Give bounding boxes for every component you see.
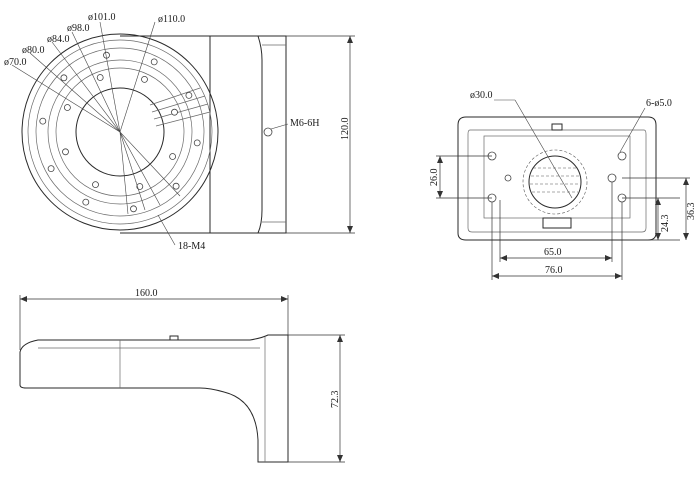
label-length-160: 160.0 [135, 288, 158, 299]
back-center-hatch [530, 167, 580, 193]
back-inner-outline [467, 129, 647, 233]
front-mount-holes [39, 51, 201, 213]
front-mount-hole [136, 183, 144, 190]
back-view: ø30.0 6-ø5.0 26.0 24.3 36.3 65.0 [429, 90, 697, 280]
label-d70: ø70.0 [4, 57, 27, 68]
front-disc-d80 [55, 67, 185, 197]
front-holes-leader [157, 214, 176, 246]
front-body-outline [120, 35, 287, 234]
label-holes: 18-M4 [178, 241, 205, 252]
label-d84: ø84.0 [47, 34, 70, 45]
label-24: 24.3 [660, 215, 671, 233]
front-mount-hole [64, 104, 71, 111]
back-hole-mr [607, 173, 617, 183]
label-height-72: 72.3 [330, 391, 341, 409]
label-26: 26.0 [429, 169, 440, 187]
front-mount-hole [96, 74, 104, 81]
front-disc-rim [27, 39, 213, 225]
back-outer-outline [457, 116, 657, 241]
front-mount-hole [62, 148, 69, 156]
front-thread-leader [270, 123, 289, 130]
label-d80: ø80.0 [22, 45, 45, 56]
front-mount-hole [92, 181, 99, 189]
back-center-opening [528, 155, 582, 209]
front-slot-hatch [149, 87, 211, 127]
front-arm-curve [257, 35, 263, 234]
label-36: 36.3 [686, 203, 697, 221]
front-mount-hole [150, 58, 158, 66]
front-mount-hole [169, 153, 177, 160]
label-d98: ø98.0 [67, 23, 90, 34]
front-disc-outer [21, 33, 219, 231]
back-hole-c [504, 174, 512, 182]
front-thread-hole [263, 127, 273, 137]
front-view: ø101.0 ø110.0 ø98.0 ø84.0 ø80.0 ø70.0 M6… [4, 12, 355, 252]
front-disc-d84 [47, 59, 193, 205]
front-mount-hole [130, 205, 137, 213]
back-holes-leader [619, 107, 646, 153]
label-65: 65.0 [544, 247, 562, 258]
front-disc-d98 [35, 47, 205, 217]
label-d110: ø110.0 [158, 14, 185, 25]
front-mount-hole [47, 165, 55, 173]
front-mount-hole [172, 182, 180, 190]
label-76: 76.0 [545, 265, 563, 276]
side-profile [19, 334, 289, 463]
back-bottom-tab [542, 217, 572, 229]
label-d101: ø101.0 [88, 12, 116, 23]
front-center-opening [75, 87, 165, 177]
side-view: 160.0 72.3 [19, 288, 345, 463]
back-d30-leader [514, 99, 573, 199]
front-mount-hole [60, 74, 68, 82]
front-leaders [11, 21, 181, 215]
side-top-nub [169, 335, 179, 341]
label-thread: M6-6H [290, 118, 319, 129]
label-d30: ø30.0 [470, 90, 493, 101]
front-mount-hole [171, 108, 178, 116]
label-height-120: 120.0 [340, 118, 351, 141]
front-mount-hole [141, 76, 148, 83]
back-hole-tr [617, 151, 627, 161]
front-mount-hole [39, 117, 47, 125]
label-mount-holes: 6-ø5.0 [646, 98, 672, 109]
front-mount-hole [193, 139, 201, 147]
front-mount-hole [82, 198, 90, 206]
back-center-arc [522, 149, 588, 215]
back-top-nub [551, 123, 563, 131]
front-mount-hole [185, 92, 193, 99]
